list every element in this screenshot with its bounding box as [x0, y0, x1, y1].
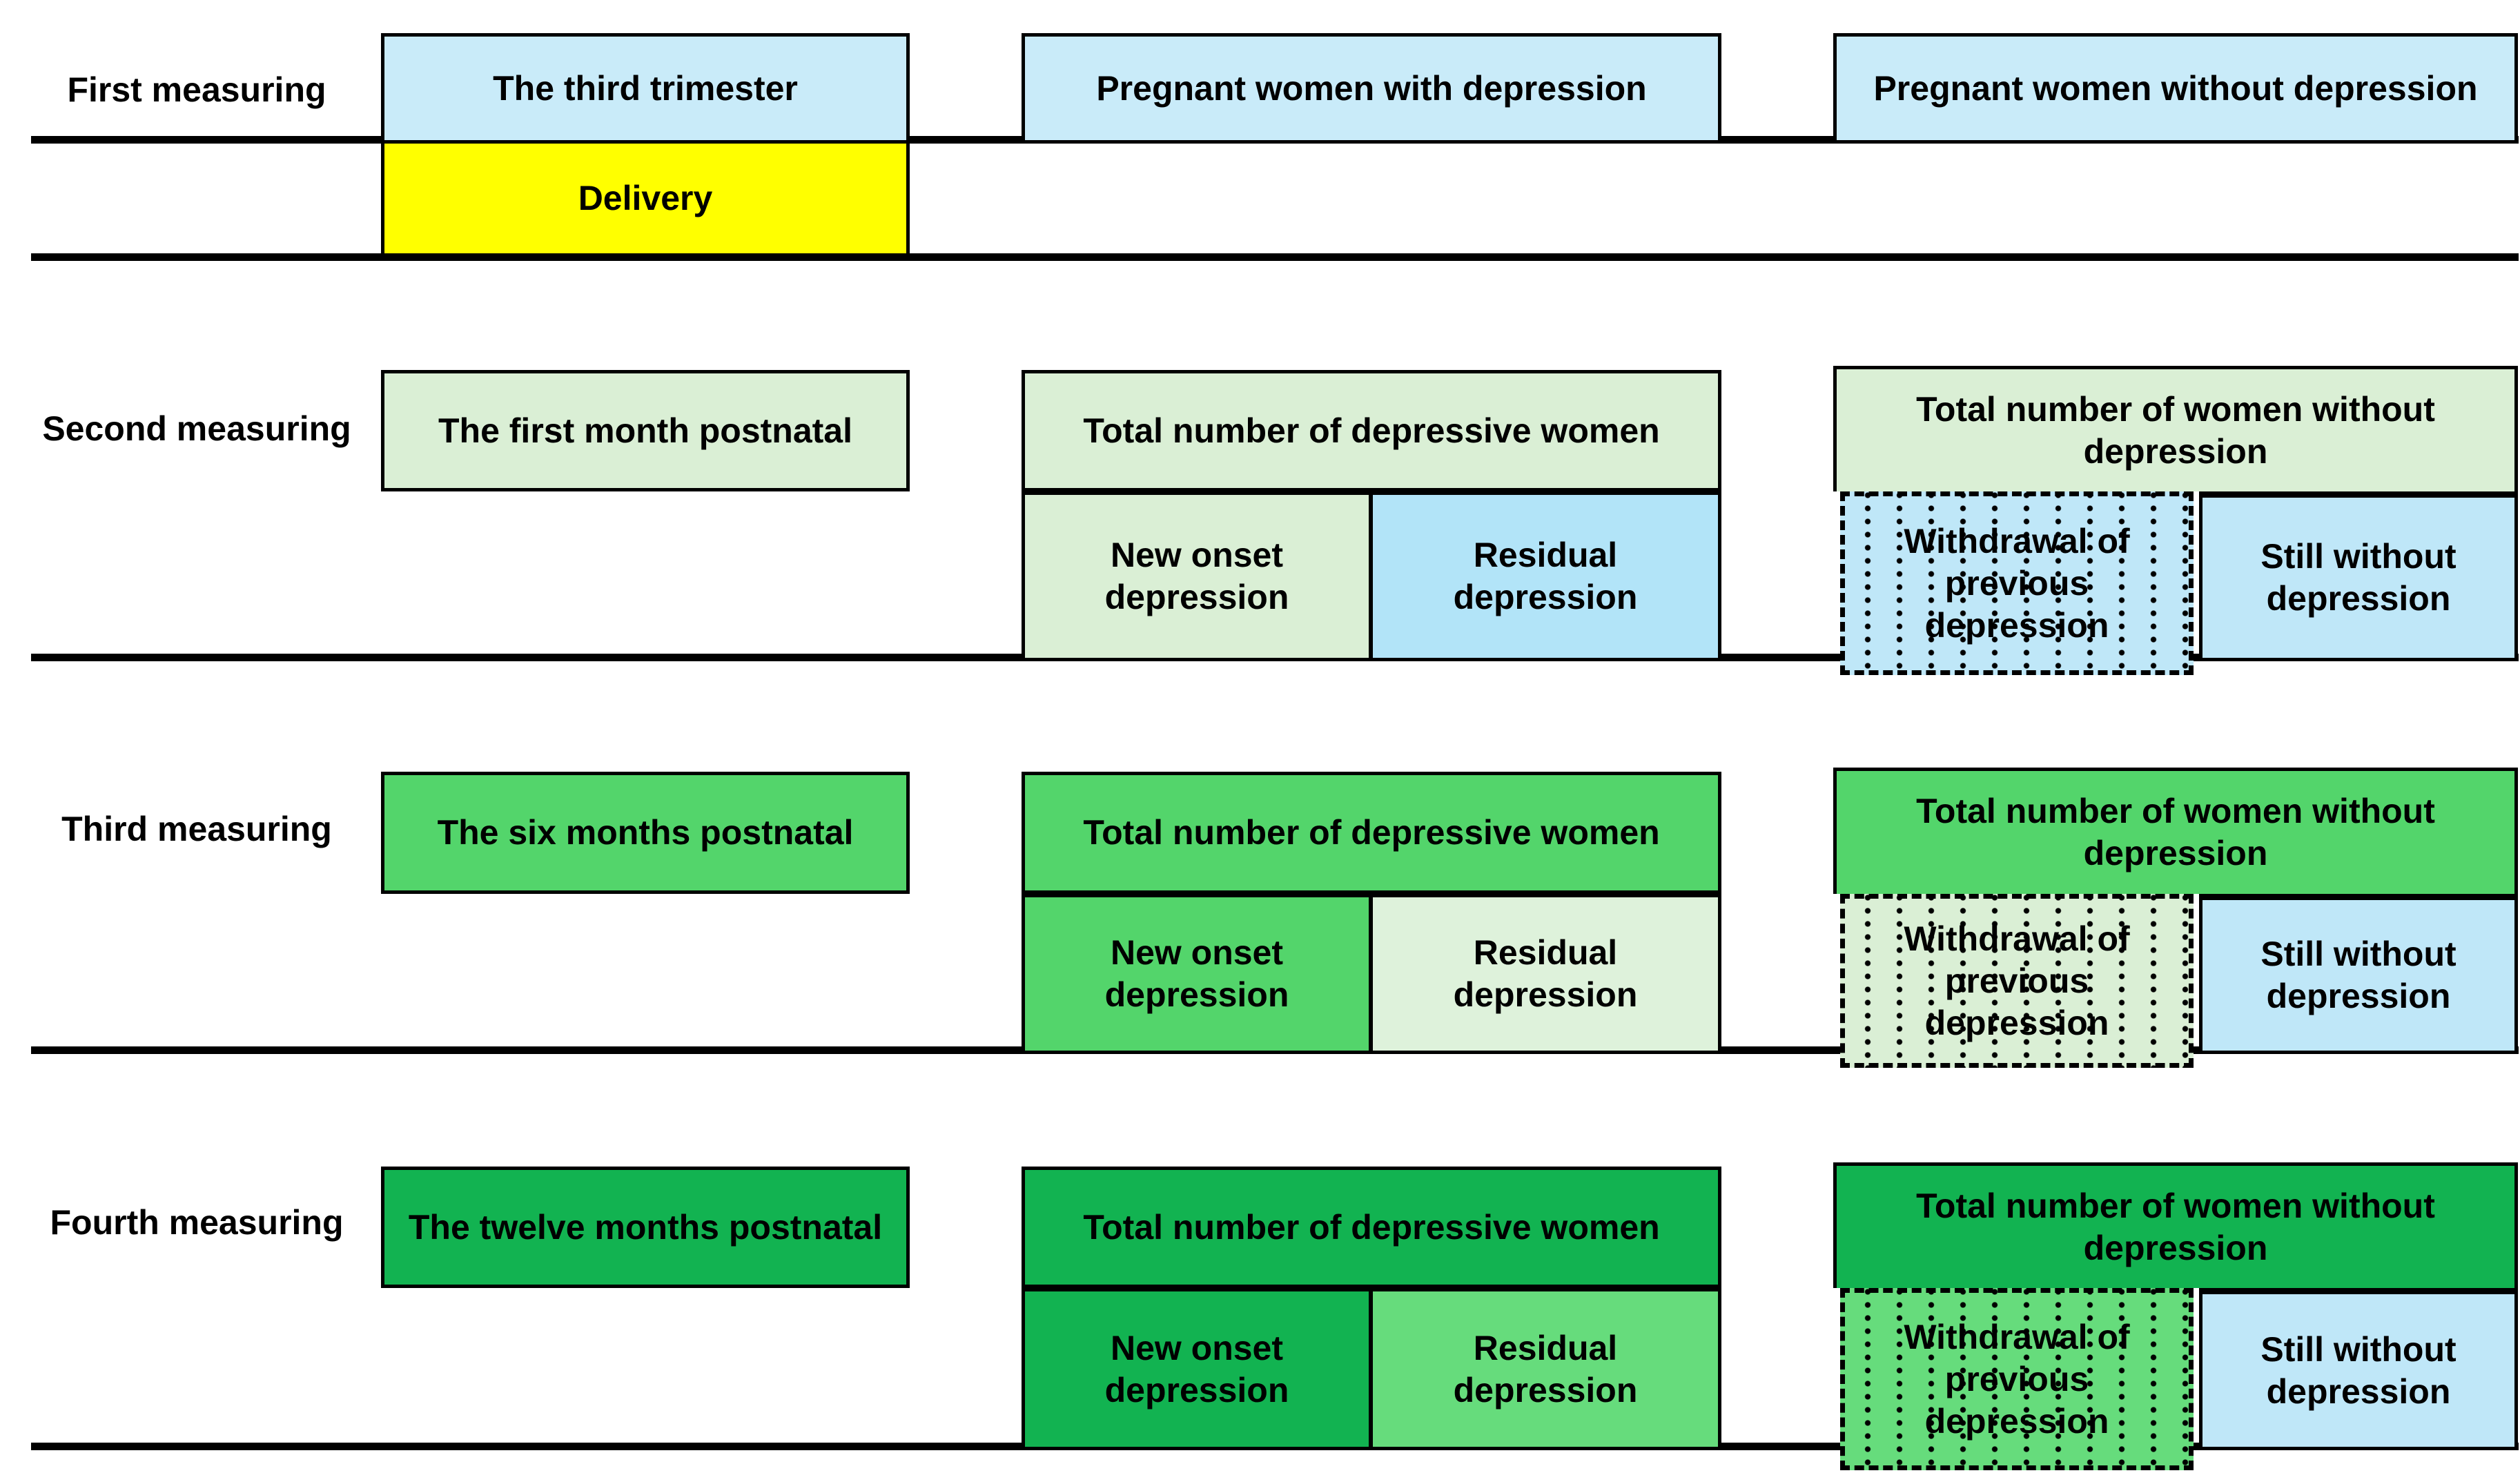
box-withdrawal-row4: Withdrawal of previous depression	[1840, 1288, 2194, 1470]
box-new-onset-row2: New onset depression	[1022, 491, 1372, 661]
box-withdrawal-row3: Withdrawal of previous depression	[1840, 894, 2194, 1068]
box-six-months-postnatal: The six months postnatal	[381, 772, 910, 894]
row-4-label: Fourth measuring	[50, 1202, 344, 1242]
box-still-without-row3: Still without depression	[2199, 894, 2518, 1054]
box-total-depressive-row3: Total number of depressive women	[1022, 772, 1721, 894]
box-residual-row4: Residual depression	[1369, 1288, 1721, 1450]
box-new-onset-row3: New onset depression	[1022, 894, 1372, 1054]
row-3-label: Third measuring	[61, 809, 332, 848]
box-withdrawal-row2: Withdrawal of previous depression	[1840, 491, 2194, 675]
box-residual-row2: Residual depression	[1369, 491, 1721, 661]
box-total-depressive-row2: Total number of depressive women	[1022, 370, 1721, 491]
box-pregnant-without-depression: Pregnant women without depression	[1833, 33, 2518, 144]
box-delivery: Delivery	[381, 144, 910, 253]
box-twelve-months-postnatal: The twelve months postnatal	[381, 1167, 910, 1288]
box-still-without-row2: Still without depression	[2199, 491, 2518, 661]
box-first-month-postnatal: The first month postnatal	[381, 370, 910, 491]
box-new-onset-row4: New onset depression	[1022, 1288, 1372, 1450]
box-total-without-row2: Total number of women without depression	[1833, 366, 2518, 491]
row-2-label: Second measuring	[42, 409, 351, 448]
box-still-without-row4: Still without depression	[2199, 1288, 2518, 1450]
box-total-depressive-row4: Total number of depressive women	[1022, 1167, 1721, 1288]
box-residual-row3: Residual depression	[1369, 894, 1721, 1054]
box-pregnant-with-depression: Pregnant women with depression	[1022, 33, 1721, 144]
box-total-without-row3: Total number of women without depression	[1833, 768, 2518, 894]
row-1-label: First measuring	[67, 70, 326, 109]
box-third-trimester: The third trimester	[381, 33, 910, 144]
box-total-without-row4: Total number of women without depression	[1833, 1162, 2518, 1288]
timeline-rule-2	[31, 253, 2519, 261]
